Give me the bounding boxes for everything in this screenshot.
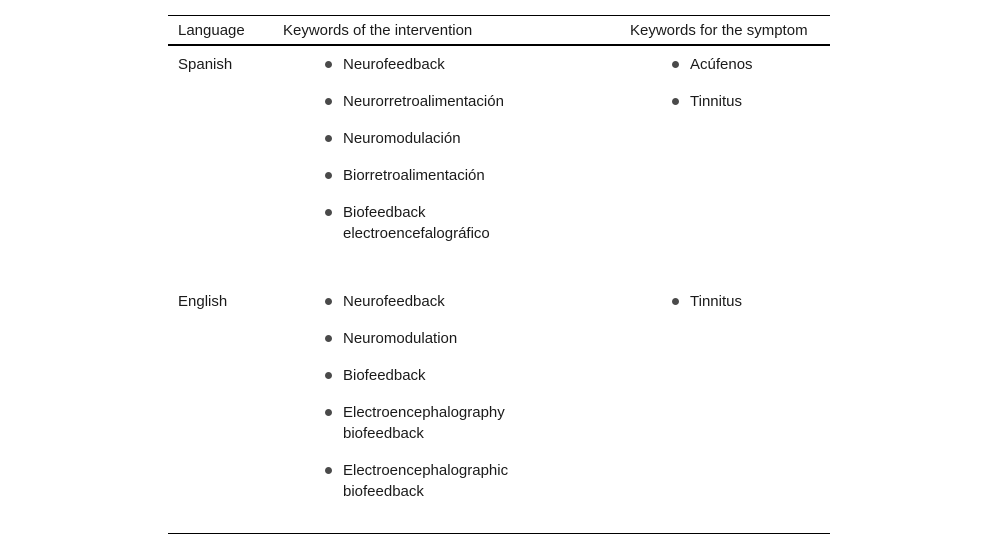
list-item: Electroencephalography biofeedback xyxy=(325,402,630,444)
bullet-icon xyxy=(325,172,332,179)
bullet-icon xyxy=(325,98,332,105)
table-row-english: English Neurofeedback Neuromodulation Bi… xyxy=(168,283,830,533)
bullet-icon xyxy=(325,135,332,142)
header-language: Language xyxy=(178,22,245,39)
bullet-icon xyxy=(325,467,332,474)
list-item: Acúfenos xyxy=(672,54,830,75)
bullet-icon xyxy=(325,61,332,68)
list-item: Neuromodulation xyxy=(325,328,630,349)
list-item: Neurofeedback xyxy=(325,291,630,312)
keyword-text: Tinnitus xyxy=(690,93,742,110)
symptom-keyword-list: Acúfenos Tinnitus xyxy=(630,54,830,283)
table-header-row: Language Keywords of the intervention Ke… xyxy=(168,16,830,46)
bullet-icon xyxy=(672,298,679,305)
list-item: Tinnitus xyxy=(672,291,830,312)
keyword-text: Biofeedback electroencefalográfico xyxy=(343,204,490,242)
bullet-icon xyxy=(325,372,332,379)
bullet-icon xyxy=(325,209,332,216)
list-item: Neuromodulación xyxy=(325,128,630,149)
bullet-icon xyxy=(325,335,332,342)
list-item: Electroencephalographic biofeedback xyxy=(325,460,630,502)
keyword-text: Biorretroalimentación xyxy=(343,167,485,184)
list-item: Neurofeedback xyxy=(325,54,630,75)
bullet-icon xyxy=(672,61,679,68)
intervention-keyword-list: Neurofeedback Neurorretroalimentación Ne… xyxy=(283,54,630,283)
table-row-spanish: Spanish Neurofeedback Neurorretroaliment… xyxy=(168,46,830,283)
list-item: Biorretroalimentación xyxy=(325,165,630,186)
language-label: English xyxy=(178,293,228,310)
language-label: Spanish xyxy=(178,56,233,73)
keyword-text: Neurofeedback xyxy=(343,293,445,310)
intervention-keyword-list: Neurofeedback Neuromodulation Biofeedbac… xyxy=(283,291,630,502)
bullet-icon xyxy=(325,298,332,305)
header-symptom-keywords: Keywords for the symptom xyxy=(630,22,808,39)
keyword-text: Neurofeedback xyxy=(343,56,445,73)
keyword-text: Electroencephalographic biofeedback xyxy=(343,462,509,500)
keyword-text: Tinnitus xyxy=(690,293,742,310)
keyword-text: Neuromodulación xyxy=(343,130,461,147)
list-item: Biofeedback xyxy=(325,365,630,386)
list-item: Neurorretroalimentación xyxy=(325,91,630,112)
header-intervention-keywords: Keywords of the intervention xyxy=(283,22,473,39)
bullet-icon xyxy=(325,409,332,416)
keywords-table: Language Keywords of the intervention Ke… xyxy=(168,15,830,534)
list-item: Tinnitus xyxy=(672,91,830,112)
keyword-text: Acúfenos xyxy=(690,56,753,73)
keyword-text: Neuromodulation xyxy=(343,330,458,347)
keyword-text: Biofeedback xyxy=(343,367,426,384)
list-item: Biofeedback electroencefalográfico xyxy=(325,202,630,244)
symptom-keyword-list: Tinnitus xyxy=(630,291,830,502)
keyword-text: Electroencephalography biofeedback xyxy=(343,404,505,442)
keyword-text: Neurorretroalimentación xyxy=(343,93,504,110)
bullet-icon xyxy=(672,98,679,105)
